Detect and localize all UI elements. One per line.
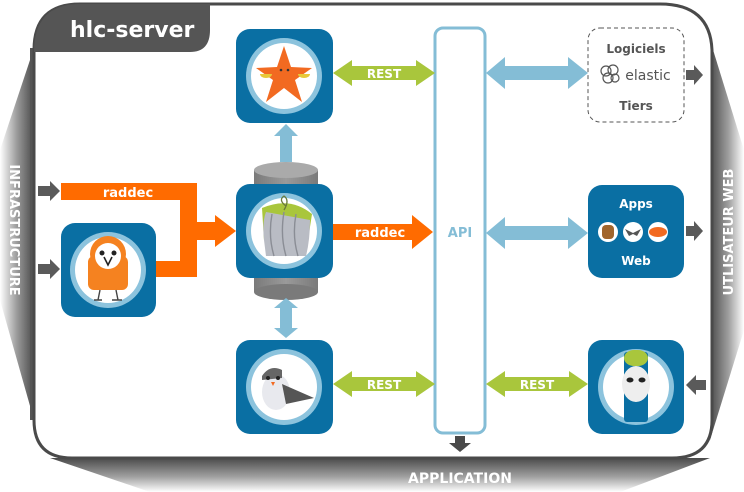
infrastructure-band: INFRASTRUCTURE [0,48,36,420]
server-title: hlc-server [70,18,195,43]
bird-icon [262,368,314,410]
owl-icon [88,236,128,301]
rest-connection-bird[interactable]: REST [333,371,435,397]
web-apps-module[interactable]: Apps Web [588,185,684,278]
rest-connection-starfish[interactable]: REST [333,60,435,86]
input-arrow-raddec [38,181,60,201]
infrastructure-label: INFRASTRUCTURE [6,164,21,295]
rest-label-top: REST [367,67,402,81]
elastic-output-arrow [686,65,703,85]
starfish-icon [256,46,312,102]
hockey-mask-icon [622,350,650,422]
raddec-input-label: raddec [103,186,153,201]
rest-connection-hockey[interactable]: REST [486,371,588,397]
input-arrow-owl [38,259,60,279]
raddec-input-flow[interactable]: raddec [61,183,236,277]
hockey-mask-module[interactable] [588,340,684,434]
web-apps-bottom-label: Web [621,254,651,268]
api-elastic-arrow[interactable] [486,57,588,89]
raddec-to-api-flow[interactable]: raddec [333,215,433,249]
starfish-module[interactable] [236,29,333,123]
salamander-icon [648,222,668,242]
beaver-icon [598,222,618,242]
elastic-logo-text: elastic [625,68,670,84]
elastic-logo-icon [600,64,620,84]
server-title-tab [34,4,210,52]
application-label: APPLICATION [408,471,512,487]
rest-label-bottom-right: REST [520,378,555,392]
seaweed-icon [262,195,312,257]
application-band: APPLICATION [50,458,710,492]
api-label: API [448,226,472,241]
web-user-band: UTLISATEUR WEB [710,40,744,440]
raddec-api-label: raddec [355,226,405,241]
input-arrow-hockey [686,375,706,395]
third-party-software[interactable]: Logiciels elastic Tiers [587,27,685,123]
webapps-output-arrow [686,221,703,241]
api-output-arrow [449,436,471,452]
api-webapps-arrow[interactable] [486,217,588,249]
third-party-top-label: Logiciels [606,42,665,56]
database-module[interactable] [236,162,333,300]
arrow-db-to-starfish [274,124,298,162]
api-bus[interactable]: API [433,26,487,435]
web-apps-top-label: Apps [619,197,653,211]
bat-icon [623,222,643,242]
bird-module[interactable] [236,340,333,434]
arrow-db-bird [274,298,298,338]
owl-module[interactable] [61,223,156,317]
web-user-label: UTLISATEUR WEB [722,169,737,296]
third-party-bottom-label: Tiers [619,99,653,113]
rest-label-bottom-left: REST [367,378,402,392]
